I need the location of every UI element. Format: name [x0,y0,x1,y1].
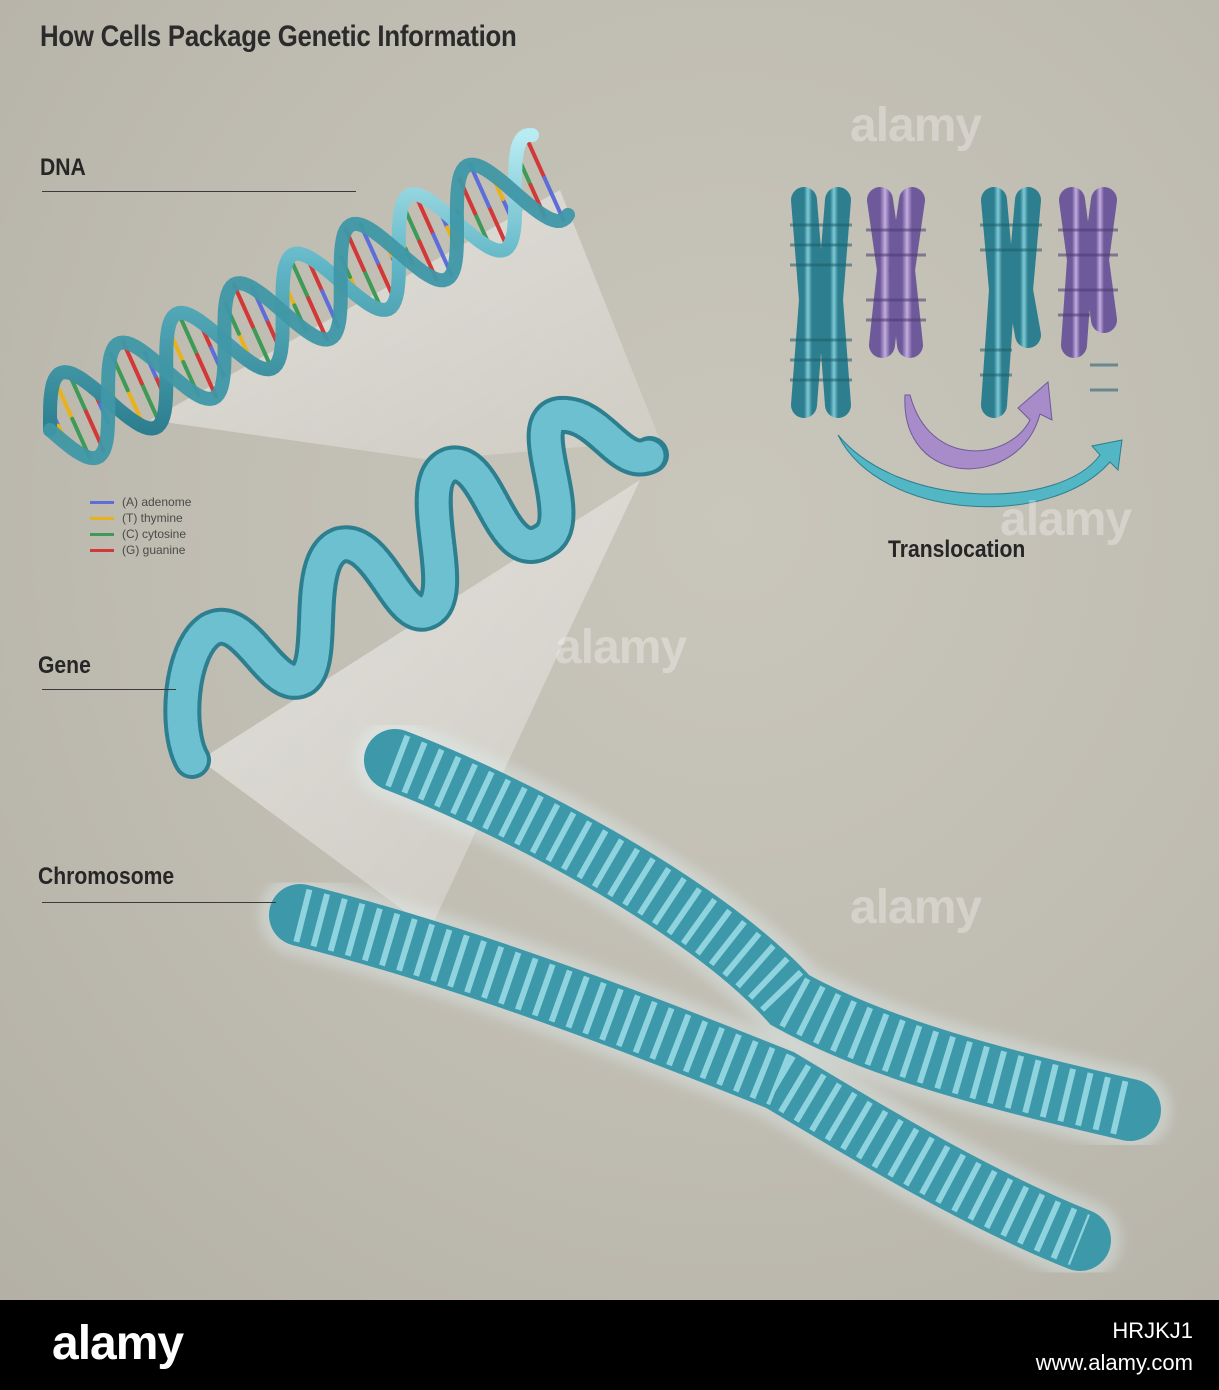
base-pair-half [523,133,547,180]
dna-helix [43,127,575,466]
chromosome-x [259,719,1171,1281]
legend-swatch [90,516,114,520]
chromosome-label: Chromosome [38,863,175,890]
legend-item-cytosine: (C) cytosine [90,526,191,542]
gene-coil [163,396,669,779]
zoom-funnel-gene-to-chromosome [200,480,640,930]
dna-label-rule [42,191,356,192]
diagram-canvas: How Cells Package Genetic Information DN… [0,0,1219,1300]
base-pair-half [176,311,200,357]
stock-footer: alamy HRJKJ1 www.alamy.com [0,1300,1219,1390]
legend-item-thymine: (T) thymine [90,510,191,526]
legend-swatch [90,500,114,504]
base-legend: (A) adenome (T) thymine (C) cytosine (G)… [90,494,191,558]
base-pair-half [250,324,274,371]
legend-item-adenine: (A) adenome [90,494,191,510]
watermark: alamy [555,621,687,674]
legend-label: (C) cytosine [122,527,187,541]
translocation-arrow-teal [837,434,1123,508]
legend-item-guanine: (G) guanine [90,542,191,558]
site-url: www.alamy.com [1035,1350,1193,1375]
legend-swatch [90,548,114,552]
translocation-label: Translocation [888,536,1026,563]
legend-label: (A) adenome [122,495,192,509]
gene-label: Gene [38,652,91,679]
watermark: alamy [850,881,982,934]
diagram-title: How Cells Package Genetic Information [40,20,517,53]
base-pair-half [231,282,255,329]
legend-label: (G) guanine [122,543,186,557]
zoom-funnel-dna-to-gene [150,190,660,460]
legend-label: (T) thymine [122,511,183,525]
chromosome-label-rule [42,902,276,903]
translocation-chromosomes [790,187,1118,428]
image-id: HRJKJ1 [1112,1318,1193,1343]
base-pair-half [542,175,566,222]
alamy-logo: alamy [52,1317,184,1370]
watermark: alamy [1000,493,1132,546]
diagram-artwork [43,127,1171,1281]
translocation-arrow-purple [904,380,1053,470]
dna-label: DNA [40,154,86,181]
gene-label-rule [42,689,176,690]
watermark: alamy [850,99,982,152]
legend-swatch [90,532,114,536]
